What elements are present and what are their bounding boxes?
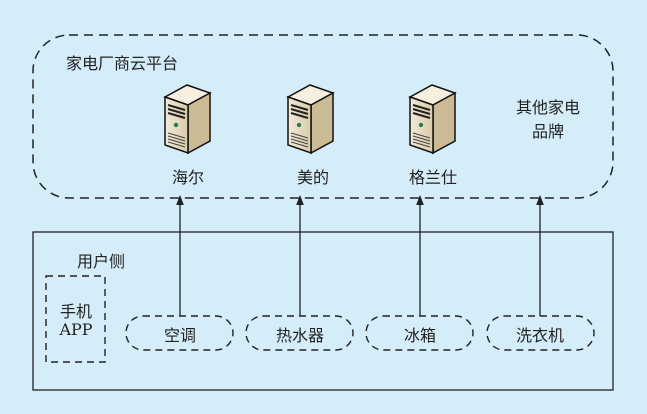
- server-icon-haier: [164, 84, 211, 154]
- other-brands-label-line1: 其他家电: [515, 98, 581, 117]
- device-ac-box: [125, 315, 234, 351]
- device-fridge-box: [365, 315, 474, 351]
- phone-app-label-line2: APP: [59, 320, 93, 339]
- device-water-heater-box: [245, 315, 354, 351]
- device-washer-box: [486, 315, 595, 351]
- device-label-fridge: 冰箱: [403, 326, 437, 345]
- phone-app-box: [45, 275, 106, 363]
- cloud-platform-boundary: [32, 34, 614, 199]
- server-icon-galanz: [409, 84, 456, 154]
- brand-label-galanz: 格兰仕: [408, 168, 458, 187]
- brand-label-haier: 海尔: [171, 168, 205, 187]
- device-label-washer: 洗衣机: [515, 326, 565, 345]
- other-brands-label-line2: 品牌: [531, 122, 565, 141]
- cloud-platform-title: 家电厂商云平台: [66, 54, 179, 73]
- user-side-title: 用户侧: [77, 252, 126, 271]
- device-label-water-heater: 热水器: [275, 326, 325, 345]
- brand-label-midea: 美的: [296, 168, 330, 187]
- phone-app-label-line1: 手机: [59, 302, 93, 321]
- device-label-ac: 空调: [163, 326, 197, 345]
- server-icon-midea: [287, 84, 334, 154]
- user-side-boundary: [32, 231, 614, 391]
